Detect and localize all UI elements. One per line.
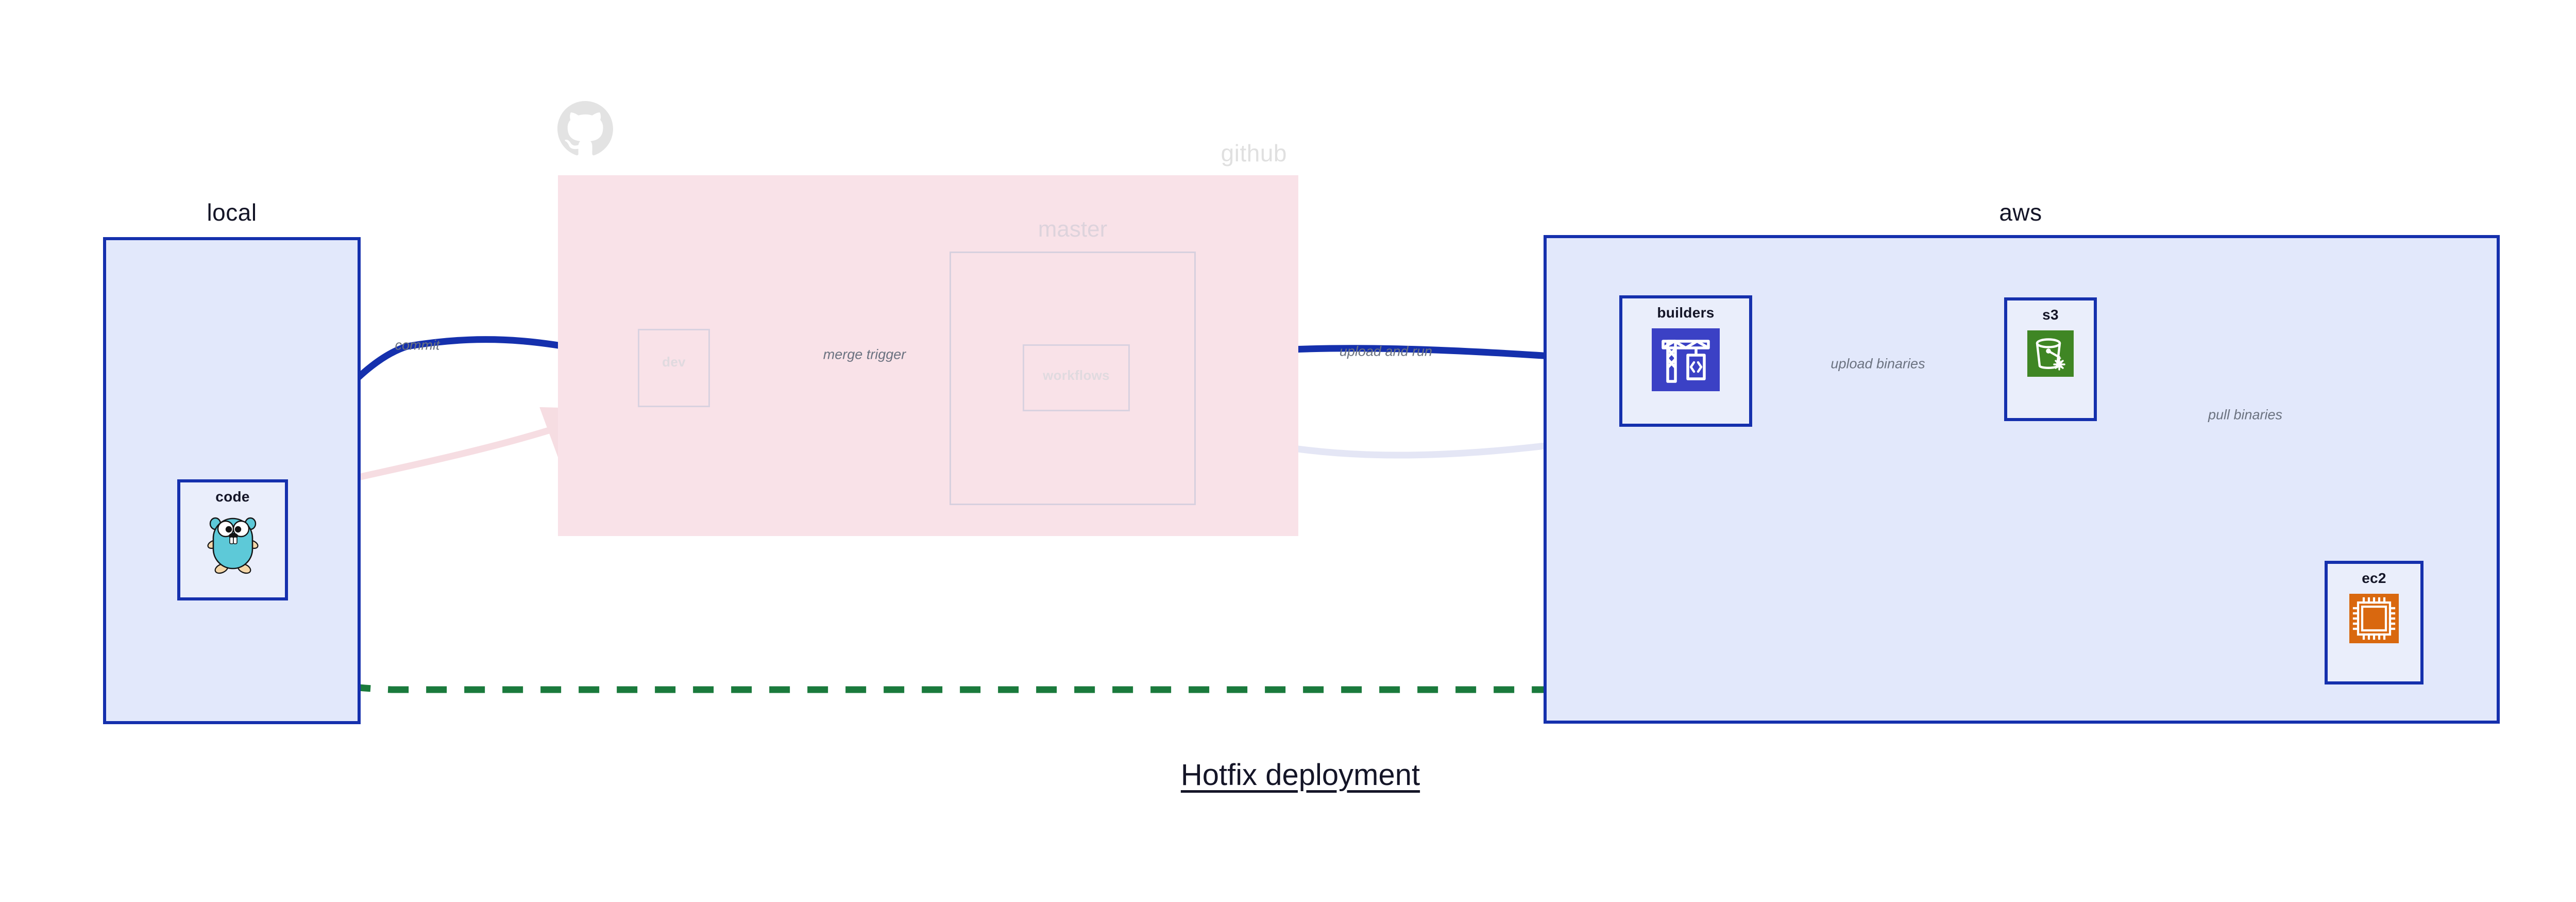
node-dev[interactable]: dev <box>638 329 710 407</box>
node-s3-label: s3 <box>2042 307 2059 323</box>
node-workflows-label: workflows <box>1043 368 1110 383</box>
node-workflows[interactable]: workflows <box>1023 344 1130 411</box>
node-builders[interactable]: builders <box>1619 295 1752 427</box>
group-local-label: local <box>207 199 257 226</box>
node-s3[interactable]: s3 <box>2004 297 2097 421</box>
node-ec2-label: ec2 <box>2362 570 2386 586</box>
edge-label-commit: commit <box>395 337 440 353</box>
edge-label-pull-binaries: pull binaries <box>2208 407 2283 423</box>
node-code-label: code <box>215 489 250 505</box>
group-github-label: github <box>1221 140 1287 166</box>
diagram-title: Hotfix deployment <box>1180 758 1420 792</box>
edge-label-upload-and-run: upload and run <box>1339 343 1433 359</box>
edge-label-upload-binaries: upload binaries <box>1831 356 1925 372</box>
go-gopher-icon <box>205 512 261 574</box>
node-dev-label: dev <box>662 354 686 370</box>
subgroup-master-label: master <box>1038 216 1108 242</box>
aws-ec2-cpu-icon <box>2349 594 2399 643</box>
aws-s3-bucket-icon <box>2027 330 2074 377</box>
github-octocat-icon <box>557 101 613 159</box>
node-code[interactable]: code <box>177 479 288 600</box>
edge-label-merge-trigger: merge trigger <box>823 346 906 362</box>
group-github <box>558 175 1298 536</box>
node-ec2[interactable]: ec2 <box>2325 561 2424 684</box>
aws-codebuild-crane-icon <box>1652 328 1720 391</box>
group-aws-label: aws <box>1999 199 2042 226</box>
subgroup-master <box>950 252 1196 505</box>
node-builders-label: builders <box>1657 305 1715 321</box>
